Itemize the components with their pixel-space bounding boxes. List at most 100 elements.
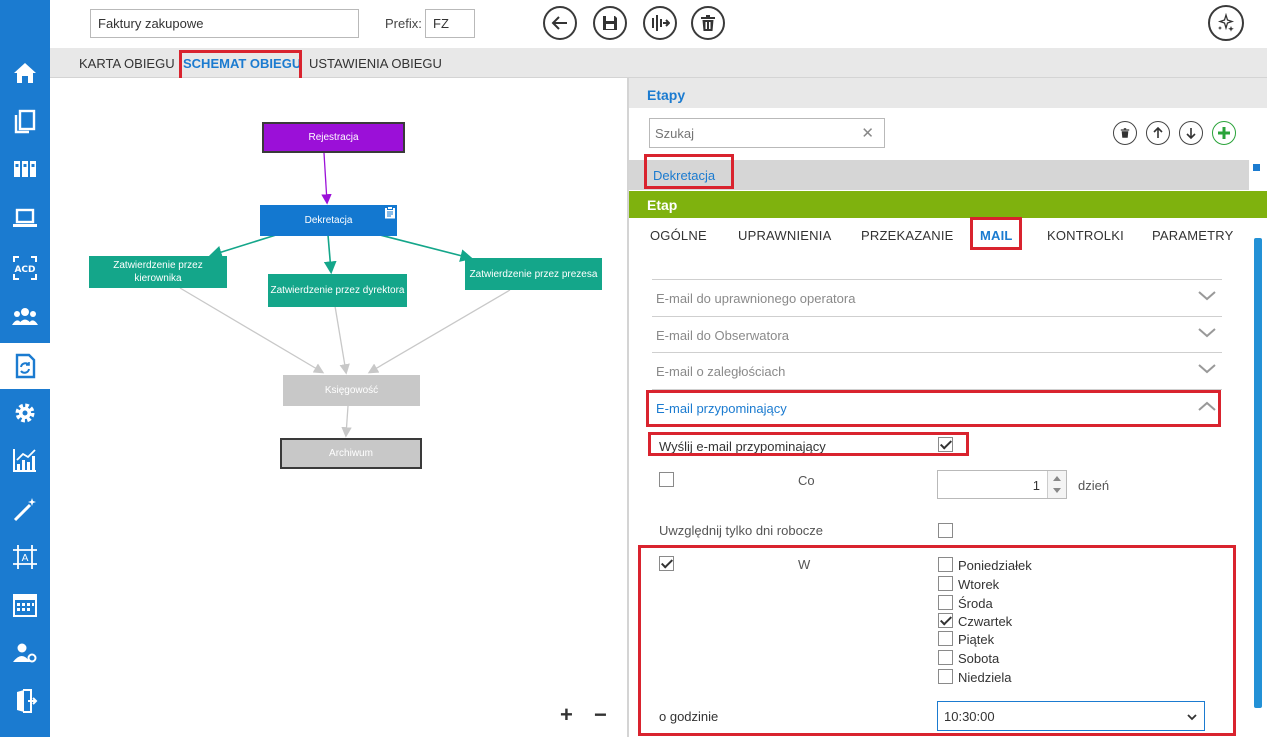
header-toolbar: Prefix: <box>50 0 1267 48</box>
workflow-name-input[interactable] <box>90 9 359 38</box>
stage-search-box[interactable]: ✕ <box>649 118 885 148</box>
accordion-email-overdue-label: E-mail o zaległościach <box>656 364 786 379</box>
node-ksiegowosc[interactable]: Księgowość <box>283 375 420 406</box>
day-checkbox[interactable] <box>938 576 953 591</box>
logout-door-icon[interactable] <box>0 678 50 724</box>
move-stage-down-button[interactable] <box>1179 121 1203 145</box>
binders-icon[interactable] <box>0 146 50 192</box>
etapy-header: Etapy <box>629 78 1267 108</box>
chevron-down-icon <box>1187 714 1197 721</box>
node-zatwierdzenie-prezesa[interactable]: Zatwierdzenie przez prezesa <box>465 258 602 290</box>
weekday-w-label: W <box>798 557 811 572</box>
documents-icon[interactable] <box>0 98 50 144</box>
clear-search-icon[interactable]: ✕ <box>861 125 874 142</box>
save-button[interactable] <box>593 6 627 40</box>
day-label: Czwartek <box>958 614 1013 629</box>
users-group-icon[interactable] <box>0 294 50 340</box>
interval-unit: dzień <box>1078 478 1110 493</box>
accordion-email-operator[interactable]: E-mail do uprawnionego operatora <box>652 279 1222 315</box>
highlight-dekretacja <box>644 154 734 189</box>
highlight-schedule <box>638 545 1236 736</box>
accordion-email-reminder-label: E-mail przypominający <box>656 401 787 416</box>
text-frame-icon[interactable]: A <box>0 534 50 580</box>
left-nav-rail: ACD A <box>0 0 50 737</box>
weekday-mode-checkbox[interactable] <box>659 556 674 571</box>
back-button[interactable] <box>543 6 577 40</box>
etap-header: Etap <box>629 191 1267 218</box>
sparkles-icon <box>1217 13 1235 32</box>
subtab-przekazanie[interactable]: PRZEKAZANIE <box>861 228 954 243</box>
delete-button[interactable] <box>691 6 725 40</box>
node-dekretacja[interactable]: Dekretacja <box>260 205 397 236</box>
arrow-left-icon <box>551 16 567 30</box>
tab-ustawienia-obiegu[interactable]: USTAWIENIA OBIEGU <box>309 56 442 71</box>
stepper-buttons[interactable] <box>1047 471 1066 498</box>
delete-stage-button[interactable] <box>1113 121 1137 145</box>
svg-text:ACD: ACD <box>14 265 35 275</box>
interval-enable-checkbox[interactable] <box>659 472 674 487</box>
day-checkbox[interactable] <box>938 650 953 665</box>
trash-icon <box>701 15 715 31</box>
node-rejestracja[interactable]: Rejestracja <box>262 122 405 153</box>
save-close-icon <box>652 15 670 31</box>
workflow-tabs: KARTA OBIEGU SCHEMAT OBIEGU USTAWIENIA O… <box>50 48 1267 78</box>
user-settings-icon[interactable] <box>0 630 50 676</box>
calendar-icon[interactable] <box>0 582 50 628</box>
trash-icon <box>1120 128 1130 138</box>
workflow-document-icon[interactable] <box>0 343 50 389</box>
tab-karta-obiegu[interactable]: KARTA OBIEGU <box>79 56 175 71</box>
day-label: Poniedziałek <box>958 558 1032 573</box>
stage-search-input[interactable] <box>655 124 855 142</box>
panel-scrollbar[interactable] <box>1254 238 1262 708</box>
arrow-down-icon <box>1186 128 1196 139</box>
analytics-chart-icon[interactable] <box>0 437 50 483</box>
stepper-up-icon[interactable] <box>1052 474 1062 482</box>
highlight-reminder-accordion <box>646 390 1221 427</box>
floppy-disk-icon <box>603 16 617 30</box>
accordion-email-operator-label: E-mail do uprawnionego operatora <box>656 291 856 306</box>
stepper-down-icon[interactable] <box>1052 487 1062 495</box>
prefix-input[interactable] <box>425 9 475 38</box>
subtab-parametry[interactable]: PARAMETRY <box>1152 228 1234 243</box>
subtab-kontrolki[interactable]: KONTROLKI <box>1047 228 1124 243</box>
subtab-ogolne[interactable]: OGÓLNE <box>650 228 707 243</box>
magic-wand-icon[interactable] <box>0 486 50 532</box>
send-reminder-label: Wyślij e-mail przypominający <box>659 439 826 454</box>
gear-icon[interactable] <box>0 390 50 436</box>
accordion-email-reminder[interactable]: E-mail przypominający <box>652 389 1222 425</box>
accordion-email-observer[interactable]: E-mail do Obserwatora <box>652 316 1222 352</box>
acd-icon[interactable]: ACD <box>0 245 50 291</box>
day-checkbox[interactable] <box>938 557 953 572</box>
node-archiwum[interactable]: Archiwum <box>280 438 422 469</box>
scroll-indicator <box>1253 164 1260 171</box>
interval-stepper[interactable]: 1 <box>937 470 1067 499</box>
move-stage-up-button[interactable] <box>1146 121 1170 145</box>
day-checkbox[interactable] <box>938 595 953 610</box>
tab-schemat-obiegu[interactable]: SCHEMAT OBIEGU <box>183 56 302 71</box>
hour-select[interactable]: 10:30:00 <box>937 701 1205 731</box>
day-checkbox[interactable] <box>938 631 953 646</box>
send-reminder-checkbox[interactable] <box>938 437 953 452</box>
laptop-icon[interactable] <box>0 195 50 241</box>
clipboard-icon <box>385 206 395 219</box>
workdays-checkbox[interactable] <box>938 523 953 538</box>
etapy-title: Etapy <box>647 87 686 103</box>
ai-assistant-button[interactable] <box>1208 5 1244 41</box>
svg-text:A: A <box>22 553 29 564</box>
prefix-label: Prefix: <box>385 16 422 31</box>
day-label: Wtorek <box>958 577 1000 592</box>
interval-value: 1 <box>1032 478 1040 493</box>
zoom-in-button[interactable]: + <box>560 702 573 727</box>
node-zatwierdzenie-kierownika[interactable]: Zatwierdzenie przez kierownika <box>89 256 227 288</box>
accordion-email-overdue[interactable]: E-mail o zaległościach <box>652 352 1222 388</box>
home-icon[interactable] <box>0 50 50 96</box>
zoom-out-button[interactable]: − <box>594 702 607 727</box>
subtab-uprawnienia[interactable]: UPRAWNIENIA <box>738 228 832 243</box>
day-checkbox[interactable] <box>938 669 953 684</box>
subtab-mail[interactable]: MAIL <box>980 228 1013 243</box>
save-and-close-button[interactable] <box>643 6 677 40</box>
node-zatwierdzenie-dyrektora[interactable]: Zatwierdzenie przez dyrektora <box>268 274 407 307</box>
day-checkbox[interactable] <box>938 613 953 628</box>
add-stage-button[interactable] <box>1212 121 1236 145</box>
etap-title: Etap <box>647 197 678 213</box>
